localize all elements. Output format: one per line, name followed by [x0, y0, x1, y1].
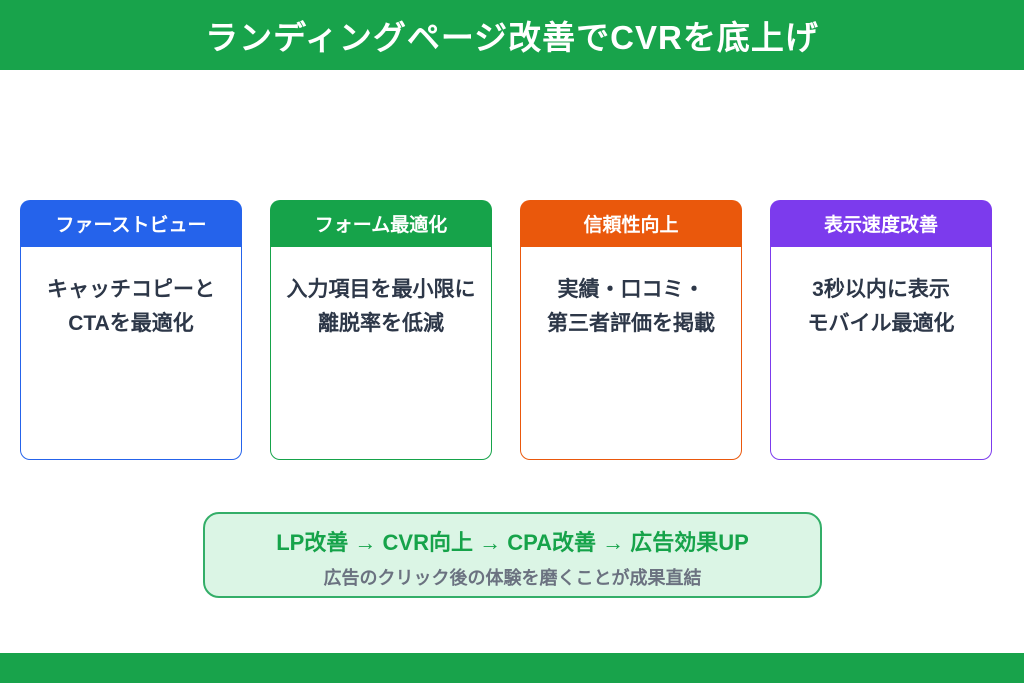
summary-box: LP改善 → CVR向上 → CPA改善 → 広告効果UP 広告のクリック後の体… [203, 512, 822, 598]
footer-bar [0, 653, 1024, 683]
card-title: フォーム最適化 [314, 215, 448, 236]
card-header: 信頼性向上 [520, 200, 742, 247]
card-title: 表示速度改善 [823, 215, 938, 236]
header-bar: ランディングページ改善でCVRを底上げ [0, 0, 1024, 70]
card-title: ファーストビュー [55, 215, 207, 236]
summary-headline: LP改善 → CVR向上 → CPA改善 → 広告効果UP [276, 529, 749, 555]
card-header: ファーストビュー [20, 200, 242, 247]
card-text-line: 実績・口コミ・ [557, 278, 705, 301]
card-form-optimization: フォーム最適化 入力項目を最小限に 離脱率を低減 [270, 200, 492, 460]
card-header: フォーム最適化 [270, 200, 492, 247]
card-body: 入力項目を最小限に 離脱率を低減 [270, 247, 492, 460]
card-text-line: モバイル最適化 [807, 312, 955, 335]
card-text-line: 3秒以内に表示 [812, 278, 950, 301]
cards-row: ファーストビュー キャッチコピーと CTAを最適化 フォーム最適化 入力項目を最… [20, 200, 992, 460]
card-body: キャッチコピーと CTAを最適化 [20, 247, 242, 460]
card-header: 表示速度改善 [770, 200, 992, 247]
page-title: ランディングページ改善でCVRを底上げ [205, 19, 819, 56]
summary-subtext: 広告のクリック後の体験を磨くことが成果直結 [323, 567, 702, 588]
card-display-speed: 表示速度改善 3秒以内に表示 モバイル最適化 [770, 200, 992, 460]
card-first-view: ファーストビュー キャッチコピーと CTAを最適化 [20, 200, 242, 460]
card-text-line: 第三者評価を掲載 [547, 312, 715, 335]
card-trust-improvement: 信頼性向上 実績・口コミ・ 第三者評価を掲載 [520, 200, 742, 460]
card-text-line: 入力項目を最小限に [286, 278, 476, 301]
card-body: 実績・口コミ・ 第三者評価を掲載 [520, 247, 742, 460]
card-body: 3秒以内に表示 モバイル最適化 [770, 247, 992, 460]
card-text-line: キャッチコピーと [47, 278, 215, 301]
card-title: 信頼性向上 [583, 215, 679, 236]
card-text-line: 離脱率を低減 [318, 312, 444, 335]
card-text-line: CTAを最適化 [68, 312, 194, 335]
